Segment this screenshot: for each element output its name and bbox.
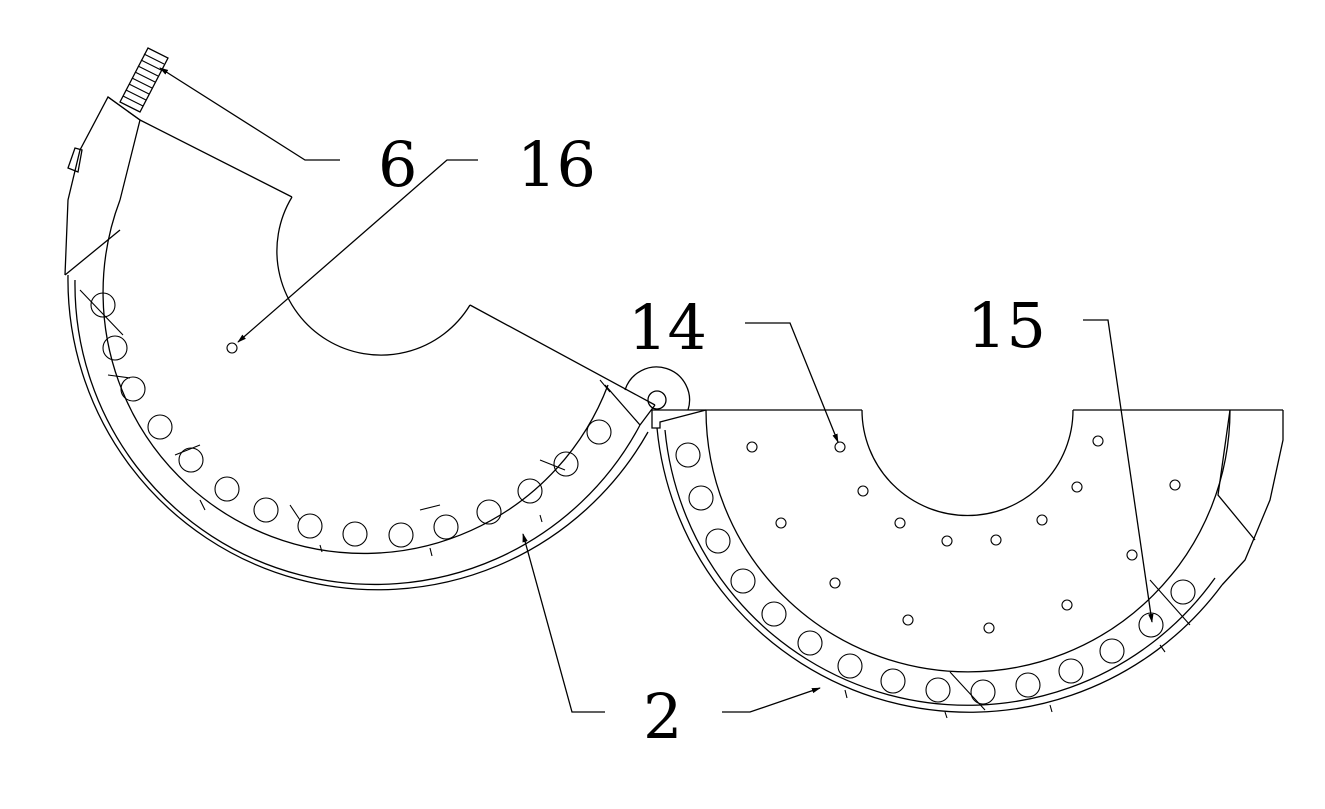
leader-16 <box>237 159 478 343</box>
small-hole <box>1169 479 1181 491</box>
hinge <box>624 366 691 411</box>
ball <box>178 447 204 473</box>
ball <box>90 292 116 318</box>
left-outer-arc-2 <box>67 274 649 591</box>
ball <box>586 419 612 445</box>
left-inner-arc <box>102 199 609 555</box>
small-hole <box>829 577 841 589</box>
left-flange-edge-top <box>139 119 293 198</box>
ball <box>147 414 173 440</box>
small-hole <box>1092 435 1104 447</box>
small-hole <box>1036 514 1048 526</box>
left-boss <box>67 147 83 173</box>
small-hole <box>775 517 787 529</box>
left-ball-row <box>90 292 612 548</box>
ball <box>433 514 459 540</box>
ball <box>553 451 579 477</box>
small-hole <box>990 534 1002 546</box>
ball <box>880 668 906 694</box>
left-bore <box>276 196 471 356</box>
ball <box>214 476 240 502</box>
ball <box>1099 638 1125 664</box>
label-15: 15 <box>967 289 1046 362</box>
ball <box>517 478 543 504</box>
small-hole <box>941 535 953 547</box>
label-16: 16 <box>517 128 596 201</box>
ball <box>688 485 714 511</box>
right-half-ring <box>651 409 1284 719</box>
small-hole <box>1071 481 1083 493</box>
ball <box>102 335 128 361</box>
ball <box>1058 658 1084 684</box>
ball <box>730 568 756 594</box>
right-hole-pattern <box>746 435 1181 634</box>
small-hole <box>746 441 758 453</box>
leader-lines <box>159 67 1154 713</box>
right-bore <box>861 409 1074 517</box>
label-14: 14 <box>628 291 707 364</box>
ball <box>388 522 414 548</box>
ball <box>253 497 279 523</box>
ball <box>342 521 368 547</box>
small-hole <box>1061 599 1073 611</box>
left-outer-arc <box>74 279 641 586</box>
ball <box>675 442 701 468</box>
threaded-screw <box>119 47 169 113</box>
right-outer-arc-2 <box>664 429 1216 706</box>
small-hole <box>226 342 238 354</box>
small-hole <box>834 441 846 453</box>
right-inner-arc <box>705 409 1231 673</box>
right-outer-arc <box>656 427 1223 713</box>
small-hole <box>894 517 906 529</box>
ball <box>476 499 502 525</box>
hinge-knuckle <box>624 366 691 411</box>
ball <box>837 653 863 679</box>
ball <box>297 513 323 539</box>
small-hole <box>857 485 869 497</box>
small-hole <box>983 622 995 634</box>
leader-14 <box>745 322 839 443</box>
label-6: 6 <box>378 128 417 201</box>
ball <box>925 677 951 703</box>
leader-15 <box>1083 319 1154 623</box>
ball <box>1015 672 1041 698</box>
ball <box>797 630 823 656</box>
ball <box>761 601 787 627</box>
left-flange-edge-bottom <box>469 304 656 406</box>
hinge-pin <box>647 390 667 410</box>
small-hole <box>1126 549 1138 561</box>
leader-2-right <box>722 687 821 713</box>
ball <box>1170 579 1196 605</box>
small-hole <box>902 614 914 626</box>
ball <box>120 376 146 402</box>
ball <box>705 528 731 554</box>
left-housing-shell <box>64 96 141 276</box>
leader-6 <box>159 67 340 161</box>
right-ball-row <box>675 442 1196 705</box>
label-2: 2 <box>643 680 682 753</box>
leader-2-left <box>522 533 605 713</box>
ball <box>970 679 996 705</box>
